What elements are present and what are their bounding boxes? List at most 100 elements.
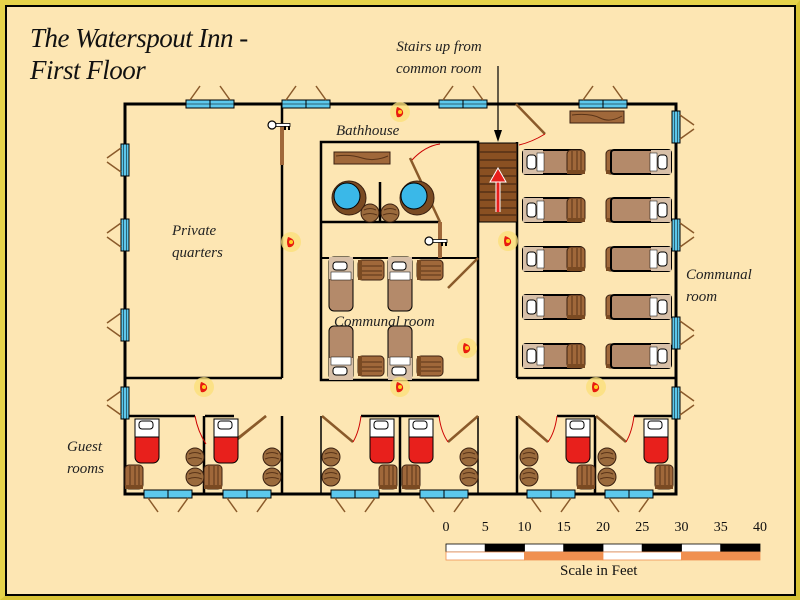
keg-icon <box>597 447 617 467</box>
key-icon <box>424 236 448 247</box>
room-label-line: rooms <box>67 461 104 477</box>
scale-segment <box>524 543 565 553</box>
scale-tick-label: 5 <box>481 520 489 535</box>
scale-segment <box>445 543 486 553</box>
window-icon <box>419 489 469 513</box>
room-label-communal-east: Communal room <box>686 264 752 308</box>
bed-icon <box>643 418 669 464</box>
scale-tick-label: 20 <box>596 520 610 535</box>
bed-icon <box>610 343 672 369</box>
barrel-icon <box>566 343 586 369</box>
bed-icon <box>369 418 395 464</box>
scale-segment <box>602 551 682 561</box>
window-icon <box>671 110 695 144</box>
keg-icon <box>459 447 479 467</box>
map-title: The Waterspout Inn - First Floor <box>30 22 248 86</box>
scale-tick-label: 40 <box>753 520 767 535</box>
wall-torch-icon <box>281 232 301 252</box>
keg-icon <box>597 467 617 487</box>
barrel-icon <box>203 464 223 490</box>
barrel-icon <box>566 149 586 175</box>
window-icon <box>281 85 331 109</box>
bed-icon <box>408 418 434 464</box>
keg-icon <box>459 467 479 487</box>
room-label-line: Communal room <box>334 314 435 330</box>
barrel-icon <box>416 259 444 281</box>
barrel-icon <box>566 197 586 223</box>
window-icon <box>578 85 628 109</box>
scale-segment <box>445 551 525 561</box>
scale-tick-label: 15 <box>556 520 571 535</box>
bed-icon <box>610 294 672 320</box>
room-label-line: room <box>686 289 718 305</box>
bed-icon <box>610 246 672 272</box>
bed-icon <box>328 325 354 381</box>
keg-icon <box>519 447 539 467</box>
scale-tick-label: 30 <box>674 520 689 535</box>
bench-icon <box>569 110 625 124</box>
annotation-line-1: Stairs up from <box>396 39 482 55</box>
bed-icon <box>387 256 413 312</box>
window-icon <box>526 489 576 513</box>
keg-icon <box>321 467 341 487</box>
keg-icon <box>262 447 282 467</box>
scale-segment <box>602 543 643 553</box>
barrel-icon <box>357 355 385 377</box>
room-label-line: Communal <box>686 267 752 283</box>
room-label-bathhouse: Bathhouse <box>336 120 399 142</box>
bench-icon <box>333 151 391 165</box>
barrel-icon <box>566 294 586 320</box>
barrel-icon <box>576 464 596 490</box>
scale-segment <box>563 543 604 553</box>
room-label-line: Private <box>172 223 217 239</box>
window-icon <box>106 143 130 177</box>
annotation-line-2: common room <box>396 61 482 77</box>
bathhouse-furniture <box>331 110 625 223</box>
wall-torch-icon <box>390 377 410 397</box>
bathtub-icon <box>331 180 367 216</box>
keg-icon <box>519 467 539 487</box>
wall-torch-icon <box>586 377 606 397</box>
scale-tick-label: 35 <box>713 520 728 535</box>
room-label-line: quarters <box>172 245 223 261</box>
barrel-icon <box>357 259 385 281</box>
scale-tick-label: 10 <box>517 520 532 535</box>
wall-torch-icon <box>390 102 410 122</box>
window-icon <box>185 85 235 109</box>
window-icon <box>143 489 193 513</box>
key-icon <box>267 120 291 131</box>
bed-icon <box>565 418 591 464</box>
annotation-arrow <box>494 66 502 142</box>
keg-icon <box>262 467 282 487</box>
window-icon <box>671 386 695 420</box>
barrel-icon <box>654 464 674 490</box>
room-label-communal-center: Communal room <box>334 311 435 333</box>
room-label-private: Private quarters <box>172 220 223 264</box>
stairs-annotation: Stairs up from common room <box>390 36 482 80</box>
window-icon <box>604 489 654 513</box>
window-icon <box>106 386 130 420</box>
east-communal-furniture <box>522 149 672 369</box>
keg-icon <box>185 447 205 467</box>
scale-segment <box>720 543 761 553</box>
room-label-line: Guest <box>67 439 102 455</box>
bucket-icon <box>380 203 400 223</box>
keg-icon <box>185 467 205 487</box>
wall-torch-icon <box>194 377 214 397</box>
bucket-icon <box>360 203 380 223</box>
barrel-icon <box>566 246 586 272</box>
scale-tick-label: 0 <box>442 520 450 535</box>
barrel-icon <box>378 464 398 490</box>
window-icon <box>222 489 272 513</box>
bed-icon <box>387 325 413 381</box>
window-icon <box>671 316 695 350</box>
stairs-up-icon <box>478 142 518 223</box>
title-line-2: First Floor <box>30 55 146 85</box>
title-line-1: The Waterspout Inn - <box>30 23 248 53</box>
window-icon <box>106 308 130 342</box>
room-label-guest: Guest rooms <box>67 436 104 480</box>
window-icon <box>330 489 380 513</box>
scale-segment <box>681 551 761 561</box>
scale-bar <box>445 543 761 561</box>
